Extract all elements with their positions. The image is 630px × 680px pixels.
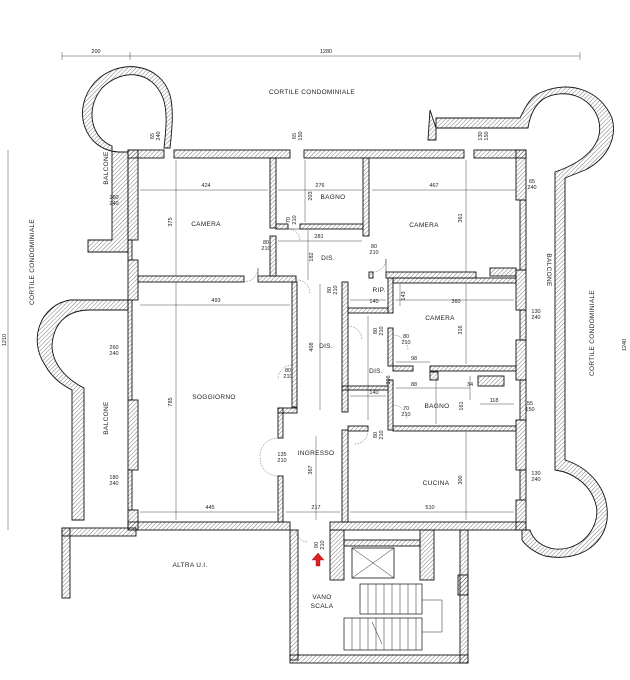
balcony-top-left-outline [82,66,173,253]
stair-flights [343,583,443,651]
dim-top-1280: 1280 [320,49,332,55]
dim-118: 118 [490,398,499,404]
room-camera-e: CAMERA [425,315,455,322]
balcony-top-left-label: BALCONE [103,151,110,185]
room-camera-nw: CAMERA [191,221,221,228]
dim-510: 510 [425,505,434,511]
dim-408: 408 [309,342,315,351]
stairwell [289,529,469,664]
interior-walls [137,157,517,523]
dim-34: 34 [467,382,473,388]
room-camera-ne: CAMERA [409,222,439,229]
room-cucina: CUCINA [423,480,450,487]
interior-dimension-lines [140,160,516,520]
dim-98: 98 [411,356,417,362]
dim-785: 785 [168,397,174,406]
balcony-right-label: BALCONE [545,253,552,287]
stair-label-2: SCALA [311,603,334,610]
room-bagno-e: BAGNO [425,403,450,410]
dim-217: 217 [311,505,320,511]
opening-d-80-210-c: 80210 [327,285,339,294]
dim-276: 276 [315,183,324,189]
door-swings [243,228,409,543]
dim-361: 361 [458,213,464,222]
dim-336: 336 [386,375,392,384]
room-dis-1: DIS. [321,255,335,262]
room-dis-3: DIS. [369,368,383,375]
opening-d-70-210-a: 70210 [286,215,298,224]
courtyard-right-label: CORTILE CONDOMINIALE [589,290,596,376]
room-soggiorno: SOGGIORNO [192,394,236,401]
opening-o-65-150: 65150 [292,131,304,140]
dim-316: 316 [458,325,464,334]
dim-top-200: 200 [91,49,100,55]
dim-493: 493 [211,298,220,304]
dim-467: 467 [429,183,438,189]
top-dimension-line: 200 1280 [61,49,581,60]
dim-367: 367 [308,465,314,474]
dim-right-1240: 1240 [622,339,628,351]
dim-140-b: 140 [369,390,378,396]
room-dis-2: DIS. [319,343,333,350]
room-rip: RIP. [372,287,385,294]
dim-300: 300 [458,475,464,484]
dim-143: 143 [401,291,407,300]
outer-walls [61,149,527,599]
opening-d-80-210-g: 80210 [373,430,385,439]
opening-o-130-150: 130150 [478,131,490,140]
stair-label-1: VANO [312,594,331,601]
balcony-right-outline [427,86,614,558]
dim-203: 203 [308,191,314,200]
room-bagno-n: BAGNO [321,194,346,201]
dim-445: 445 [205,505,214,511]
room-ingresso: INGRESSO [298,450,335,457]
dim-140-a: 140 [369,299,378,305]
balcony-left-label: BALCONE [103,401,110,435]
dim-left-1210: 1210 [2,334,8,346]
dim-281: 281 [314,234,323,240]
left-dimension-line: 1210 [2,150,9,530]
opening-d-80-210-e: 80210 [373,326,385,335]
opening-o-65-240-a: 65240 [150,131,162,140]
dim-375: 375 [168,217,174,226]
entrance-arrow-icon [311,552,325,567]
dim-88: 88 [411,382,417,388]
dim-360: 360 [451,299,460,305]
opening-d-90-210: 90210 [314,540,326,549]
other-unit-label: ALTRA U.I. [172,562,207,569]
dim-161: 161 [459,401,465,410]
courtyard-left-label: CORTILE CONDOMINIALE [29,219,36,305]
dim-182: 182 [309,252,315,261]
dim-424: 424 [201,183,210,189]
balcony-left-outline [36,299,129,521]
courtyard-top-label: CORTILE CONDOMINIALE [269,89,355,96]
right-dimension-line: 1240 [622,339,628,351]
